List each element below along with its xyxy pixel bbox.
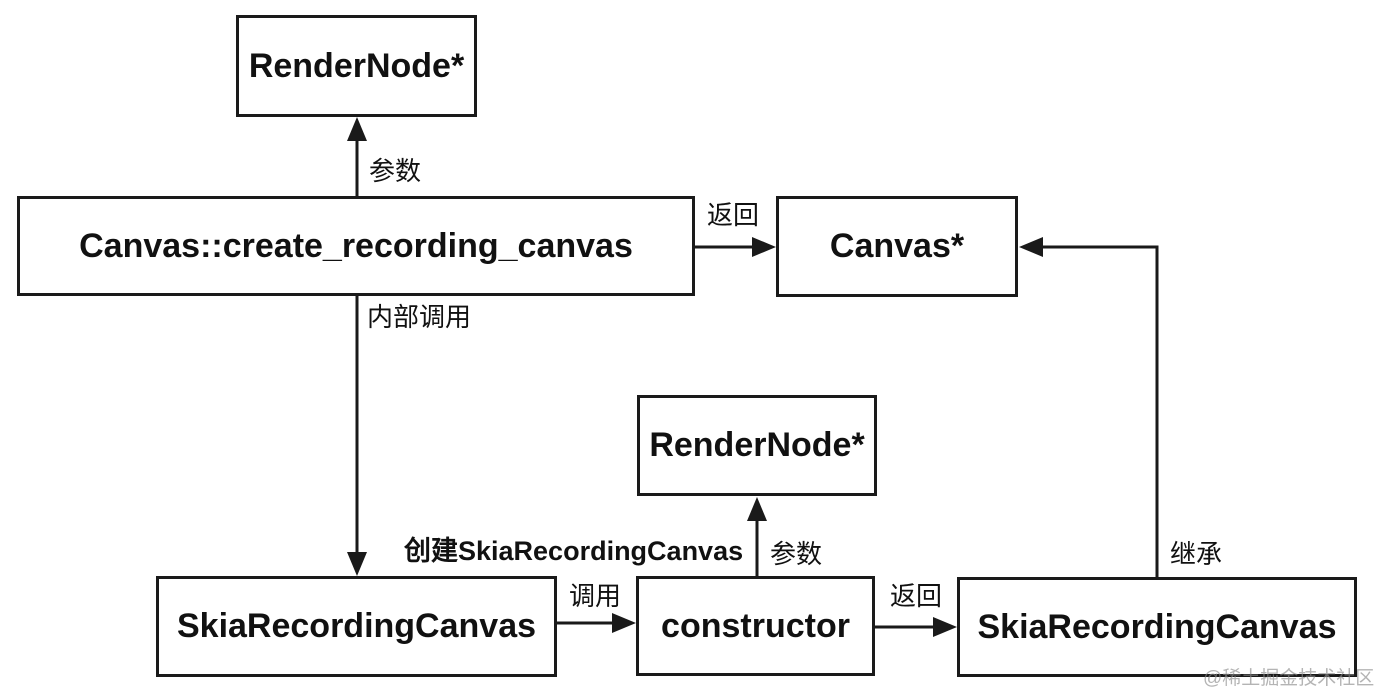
node-rendernode-top: RenderNode* [236,15,477,117]
node-rendernode-mid-label: RenderNode* [649,426,865,464]
edge-label-create-skiarecordingcanvas: 创建SkiaRecordingCanvas [404,536,744,566]
node-constructor: constructor [636,576,875,676]
node-skiarecordingcanvas-right: SkiaRecordingCanvas [957,577,1357,677]
edge-return-top-arrowhead [752,237,776,257]
node-skiarecordingcanvas-left-label: SkiaRecordingCanvas [176,607,537,645]
edge-call-arrowhead [612,613,636,633]
edge-return-bottom-arrowhead [933,617,957,637]
edge-param-mid-arrowhead [747,497,767,521]
node-skiarecordingcanvas-left: SkiaRecordingCanvas [156,576,557,677]
edge-label-param-top: 参数 [369,156,422,186]
edge-label-return-bottom: 返回 [890,581,943,611]
juejin-watermark: @稀土掘金技术社区 [1203,668,1374,689]
edge-internal-call-arrowhead [347,552,367,576]
edge-label-call: 调用 [569,581,622,611]
edge-inherit-arrowhead [1019,237,1043,257]
edge-label-return-top: 返回 [707,200,760,230]
node-skiarecordingcanvas-right-label: SkiaRecordingCanvas [977,607,1337,646]
node-canvas-pointer: Canvas* [776,196,1018,297]
edge-inherit-line [1041,245,1159,577]
edge-label-inherit: 继承 [1170,539,1223,569]
node-create-recording-canvas: Canvas::create_recording_canvas [17,196,695,296]
node-rendernode-mid: RenderNode* [637,395,877,496]
node-constructor-label: constructor [661,606,850,645]
edge-param-top-arrowhead [347,117,367,141]
edge-label-param-mid: 参数 [770,539,823,569]
node-rendernode-top-label: RenderNode* [248,46,465,85]
edge-label-internal-call: 内部调用 [367,302,472,332]
node-canvas-pointer-label: Canvas* [829,227,965,265]
node-create-recording-canvas-label: Canvas::create_recording_canvas [79,226,633,265]
